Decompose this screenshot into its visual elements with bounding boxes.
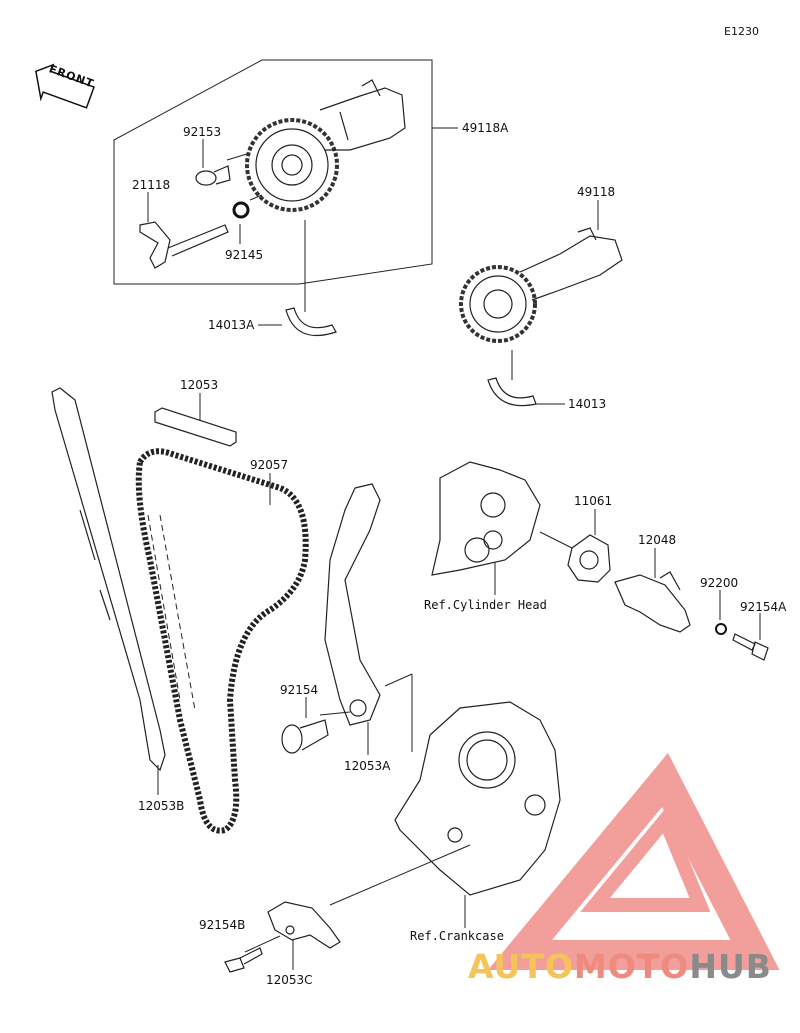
label-21118: 21118 (132, 178, 171, 192)
watermark-text: AUTOMOTOHUB (468, 947, 772, 986)
chain-92057 (135, 448, 309, 834)
assembly-box-49118A (113, 59, 433, 285)
label-92154B: 92154B (199, 918, 246, 932)
guide-12053B-icon (51, 387, 166, 772)
label-49118A: 49118A (462, 121, 509, 135)
bracket-12053C-icon (267, 901, 341, 949)
washer-92200-icon (715, 623, 727, 635)
ring-92145-icon (232, 201, 250, 219)
label-92145: 92145 (225, 248, 264, 262)
label-11061: 11061 (574, 494, 613, 508)
ref-cylinder-head-label: Ref.Cylinder Head (424, 598, 547, 612)
label-92057: 92057 (250, 458, 289, 472)
label-12053C: 12053C (266, 973, 313, 987)
bolt-92153-icon (195, 165, 231, 186)
half-ring-14013A-icon (285, 307, 337, 337)
lever-21118-icon (139, 221, 229, 269)
guide-12053A-icon (324, 483, 381, 726)
bolt-92154-icon (281, 719, 329, 754)
guide-12053-icon (154, 407, 237, 447)
label-92153: 92153 (183, 125, 222, 139)
watermark-logo (488, 752, 780, 970)
front-arrow-icon (35, 63, 95, 109)
label-49118: 49118 (577, 185, 616, 199)
camshaft-49118A (245, 79, 406, 212)
camshaft-49118 (459, 227, 623, 343)
label-12053A: 12053A (344, 759, 391, 773)
leader-lines (147, 127, 761, 970)
bolt-92154B-icon (224, 947, 263, 973)
label-14013: 14013 (568, 397, 607, 411)
watermark-part-auto: AUTO (468, 947, 574, 986)
label-12053B: 12053B (138, 799, 185, 813)
bolt-92154A-icon (732, 633, 769, 661)
ref-crankcase-label: Ref.Crankcase (410, 929, 504, 943)
label-92154: 92154 (280, 683, 319, 697)
diagram-code: E1230 (724, 25, 759, 38)
half-ring-14013-icon (487, 377, 537, 407)
gasket-11061-icon (567, 534, 611, 583)
tensioner-12048-icon (614, 571, 691, 633)
watermark-part-moto: MOTO (573, 947, 690, 986)
label-14013A: 14013A (208, 318, 255, 332)
label-12053: 12053 (180, 378, 219, 392)
label-92200: 92200 (700, 576, 739, 590)
cylinder-head-ref (431, 461, 541, 576)
crankcase-ref (394, 701, 561, 896)
label-92154A: 92154A (740, 600, 787, 614)
watermark-part-hub: HUB (689, 947, 772, 986)
label-12048: 12048 (638, 533, 677, 547)
